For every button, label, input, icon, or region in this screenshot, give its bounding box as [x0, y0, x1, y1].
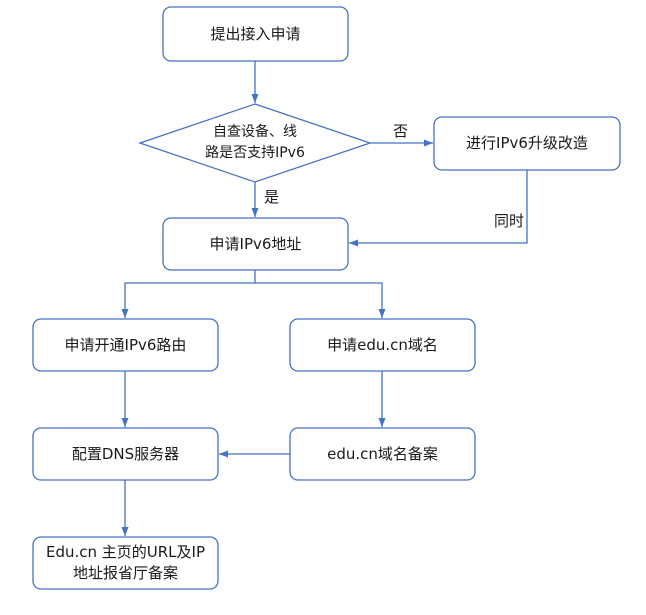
node-submit-label: 提出接入申请 [210, 24, 301, 43]
node-upgrade-label: 进行IPv6升级改造 [466, 134, 588, 152]
node-apply-addr-label: 申请IPv6地址 [209, 234, 302, 253]
edge-label-no: 否 [393, 122, 409, 140]
edge-label-yes: 是 [264, 188, 280, 206]
edge-label-simultaneous: 同时 [494, 212, 525, 230]
node-check-label: 自查设备、线 路是否支持IPv6 [205, 124, 305, 161]
node-domain-record-label: edu.cn域名备案 [327, 444, 438, 463]
node-url-record-label: Edu.cn 主页的URL及IP 地址报省厅备案 [45, 543, 206, 582]
node-url-record-box [32, 536, 219, 590]
node-dns-label: 配置DNS服务器 [71, 444, 180, 463]
edge-upgrade-to-apply-addr [349, 170, 528, 247]
node-apply-domain-label: 申请edu.cn域名 [327, 335, 438, 354]
edge-addr-branch [121, 270, 256, 318]
edge-addr-branch-right [255, 282, 386, 318]
node-apply-route-label: 申请开通IPv6路由 [64, 335, 187, 354]
